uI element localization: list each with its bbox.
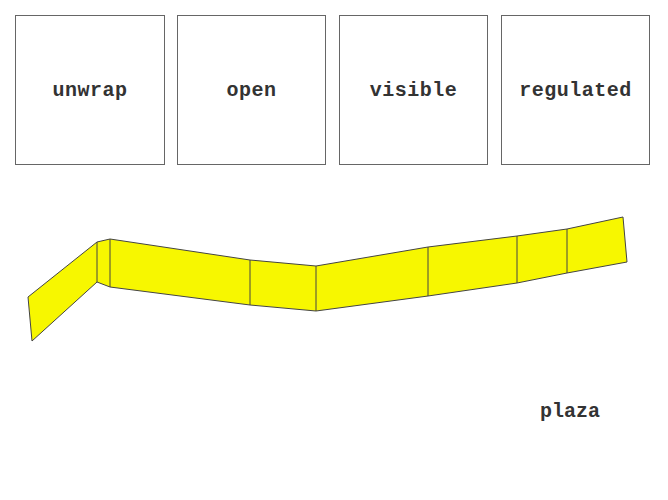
term-text: unwrap — [52, 79, 127, 102]
term-box: open — [177, 15, 326, 165]
band-outline — [28, 217, 627, 341]
place-label: plaza — [540, 400, 600, 423]
term-box: regulated — [501, 15, 650, 165]
term-text: regulated — [519, 79, 632, 102]
term-box: visible — [339, 15, 488, 165]
term-text: visible — [370, 79, 458, 102]
term-box: unwrap — [15, 15, 165, 165]
band-folds — [97, 229, 567, 311]
term-text: open — [226, 79, 276, 102]
